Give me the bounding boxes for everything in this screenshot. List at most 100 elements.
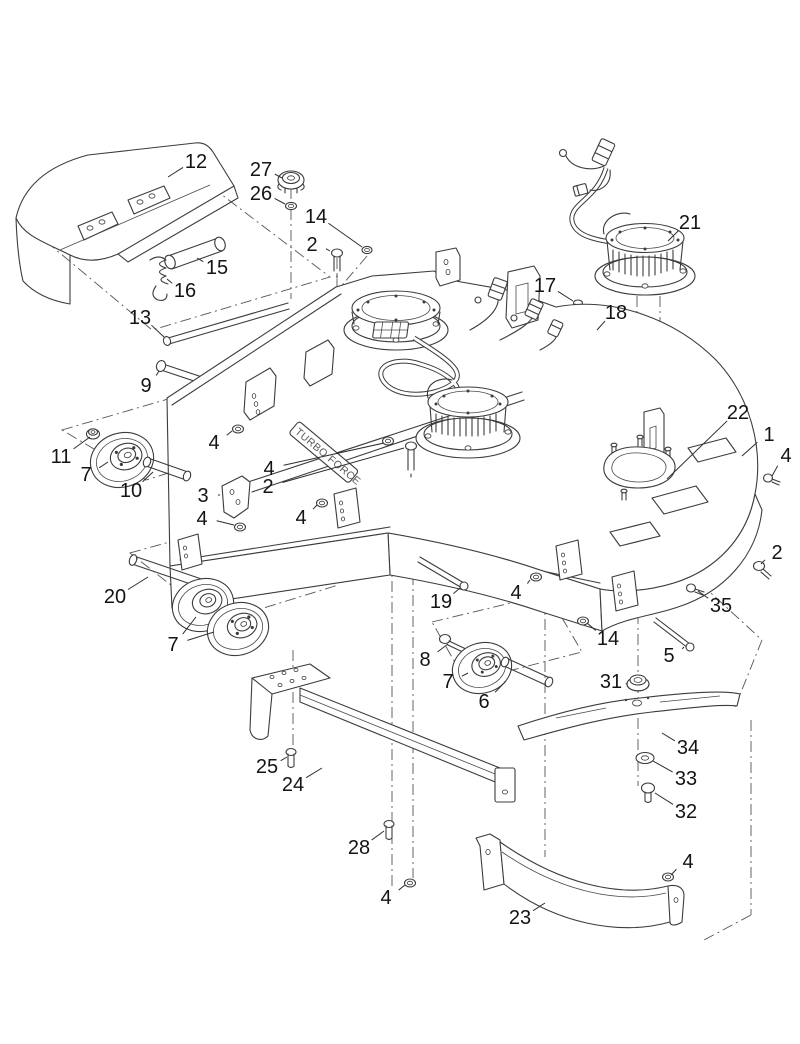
electric-spindle-motor-21 [594,212,696,296]
callout-2: 2 [306,234,317,256]
leader-line-24 [305,767,323,779]
leader-line-25 [280,756,288,762]
leader-line-4 [216,520,235,526]
callout-4: 4 [380,887,391,909]
callout-24: 24 [282,774,304,796]
callout-31: 31 [600,671,622,693]
wheel-axle-6-part [500,656,554,688]
hex-nut-4-parts [231,424,675,888]
support-bar-part [249,663,516,803]
roller-part [164,236,226,270]
callout-3: 3 [197,485,208,507]
callout-4: 4 [510,582,521,604]
leader-line-4 [670,868,677,876]
bolt-9-part [155,360,233,394]
callout-19: 19 [430,591,452,613]
callout-4: 4 [682,851,693,873]
leader-line-7 [187,631,215,641]
leader-line-4 [283,442,385,466]
leader-line-17 [557,291,574,302]
blade-washer-33-part [635,751,655,765]
leader-line-20 [127,576,149,590]
leader-line-2 [282,447,405,483]
callout-4: 4 [263,458,274,480]
leader-line-27 [274,173,283,179]
callout-18: 18 [605,302,627,324]
callout-17: 17 [534,275,556,297]
leader-line-13 [151,324,165,338]
hex-nut-14-top-part [361,245,373,255]
leader-line-11 [73,436,91,450]
discharge-deflector-part [475,833,685,929]
callout-10: 10 [120,480,142,502]
leader-line-28 [371,830,385,841]
leader-line-2 [760,559,766,565]
electric-spindle-motor-center [415,378,521,459]
hex-nut-14-bottom-part [576,616,590,626]
leader-line-22 [666,420,728,480]
adjustment-knob-part [277,170,305,194]
bolt-25-part [285,747,297,769]
blade-bolt-32-part [640,782,656,804]
callout-9: 9 [140,375,151,397]
wire-harness-center [378,277,564,399]
callout-4: 4 [208,432,219,454]
blade-spacer-31-part [626,674,650,692]
leader-line-7 [461,672,469,677]
rod-13-part [162,302,290,346]
callout-26: 26 [250,183,272,205]
spring-part [149,256,169,301]
callout-7: 7 [80,464,91,486]
leader-line-31 [625,682,628,685]
callout-1: 1 [763,424,774,446]
carriage-bolt-center-part [404,441,418,478]
carriage-bolt-top-part [330,248,344,279]
hex-nut-26-part [284,201,298,211]
electric-spindle-motor-left [343,290,449,351]
callout-4: 4 [780,445,791,467]
callout-13: 13 [129,307,151,329]
callout-2: 2 [771,542,782,564]
callout-20: 20 [104,586,126,608]
callout-6: 6 [478,691,489,713]
leader-line-23 [532,902,546,912]
gauge-wheel-pair-front [206,601,270,657]
bolt-8-part [438,633,469,655]
callout-16: 16 [174,280,196,302]
callout-34: 34 [677,737,699,759]
screw-35-part [685,583,705,596]
leader-line-19 [453,587,461,595]
leader-line-32 [654,792,674,805]
callout-4: 4 [295,507,306,529]
callout-7: 7 [167,634,178,656]
leader-line-5 [681,646,685,650]
callout-12: 12 [185,151,207,173]
leader-line-15 [196,257,204,263]
callout-22: 22 [727,402,749,424]
callout-35: 35 [710,595,732,617]
wheel-axle-10-part [142,456,192,482]
rod-19-part [417,556,469,591]
leader-line-14 [586,622,597,631]
flange-nut-11-part [85,428,101,440]
bracket-3-part [221,475,251,519]
gauge-wheel-center [451,641,513,695]
callout-32: 32 [675,801,697,823]
callout-8: 8 [419,649,430,671]
bolt-28-part [383,819,395,841]
callout-27: 27 [250,159,272,181]
callout-11: 11 [51,446,72,468]
bolt-2-right-part [752,560,772,580]
leader-line-7 [98,461,109,469]
leader-line-4 [226,430,233,436]
leader-line-12 [167,167,184,178]
leader-line-18 [596,320,606,331]
rod-5-part [653,617,695,652]
leader-line-4 [312,504,318,510]
leader-line-4 [771,465,779,477]
leader-line-2 [325,248,331,252]
callout-7: 7 [442,671,453,693]
leader-line-33 [652,760,673,773]
